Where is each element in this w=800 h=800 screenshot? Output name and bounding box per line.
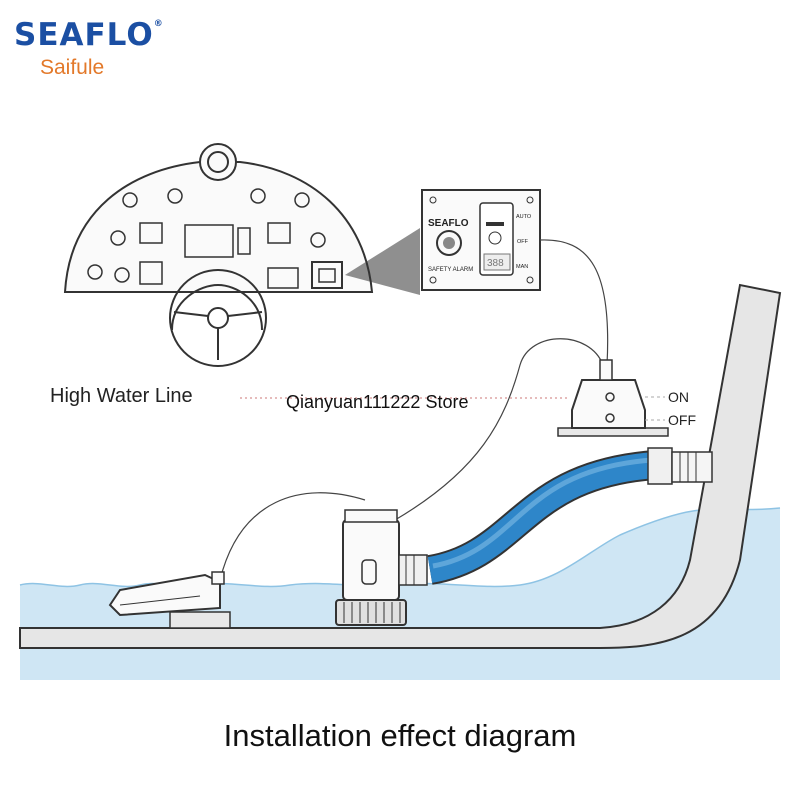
panel-zoom-beam	[345, 228, 420, 295]
hull-wall	[19, 283, 782, 649]
thru-hull-fitting	[671, 451, 713, 483]
brand-reg-mark: ®	[153, 19, 164, 29]
panel-logo: SEAFLO	[428, 218, 469, 229]
dashboard-top-knob-inner	[207, 151, 229, 173]
dashboard-gauges	[87, 188, 343, 289]
switch-auto-label: AUTO	[516, 214, 532, 220]
panel-to-switch-wire	[539, 239, 609, 366]
pump-outlet	[398, 554, 428, 586]
discharge-hose	[427, 447, 713, 585]
float-sensor-body	[108, 573, 221, 617]
brand-logo-block: SEAFLO® Saifule	[14, 20, 164, 79]
display-window	[483, 253, 511, 271]
dashboard-outline	[63, 161, 374, 293]
bilge-pump	[335, 509, 428, 626]
brand-subtitle: Saifule	[40, 56, 105, 79]
switch-off-label: OFF	[668, 412, 696, 428]
switch-on-label: ON	[668, 389, 689, 405]
high-water-line-label: High Water Line	[50, 385, 193, 407]
alarm-buzzer-center	[443, 237, 455, 249]
switch-indicator	[486, 222, 504, 226]
alarm-buzzer-icon	[436, 230, 462, 256]
float-sensor-base	[169, 611, 231, 629]
dashboard-top-knob	[199, 143, 237, 181]
helm-dashboard	[63, 143, 374, 367]
switch-man-label: MAN	[516, 264, 528, 270]
pump-strainer-base	[335, 599, 407, 626]
diagram-caption: Installation effect diagram	[223, 718, 577, 753]
boat-hull	[19, 283, 782, 649]
alarm-control-panel: SEAFLO SAFETY ALARM 388 AUTO OFF MAN	[421, 189, 541, 291]
brand-logo: SEAFLO®	[14, 20, 164, 51]
float-switch: ON OFF	[557, 359, 696, 437]
switch-to-pump-wire	[394, 338, 604, 521]
hose-body	[427, 452, 656, 583]
store-watermark: Qianyuan111222 Store	[286, 392, 468, 412]
float-sensor	[108, 571, 231, 629]
switch-body	[571, 379, 646, 429]
panel-display: 388	[487, 258, 504, 269]
steering-wheel	[169, 269, 267, 367]
panel-alarm-label: SAFETY ALARM	[428, 267, 473, 273]
switch-off-label: OFF	[517, 239, 529, 245]
wiring	[219, 239, 609, 581]
switch-knob	[488, 231, 502, 245]
pump-to-sensor-wire	[219, 492, 366, 581]
hose-clamp	[647, 447, 673, 485]
mounting-bracket	[557, 427, 669, 437]
brand-logo-text: SEAFLO	[14, 17, 154, 53]
